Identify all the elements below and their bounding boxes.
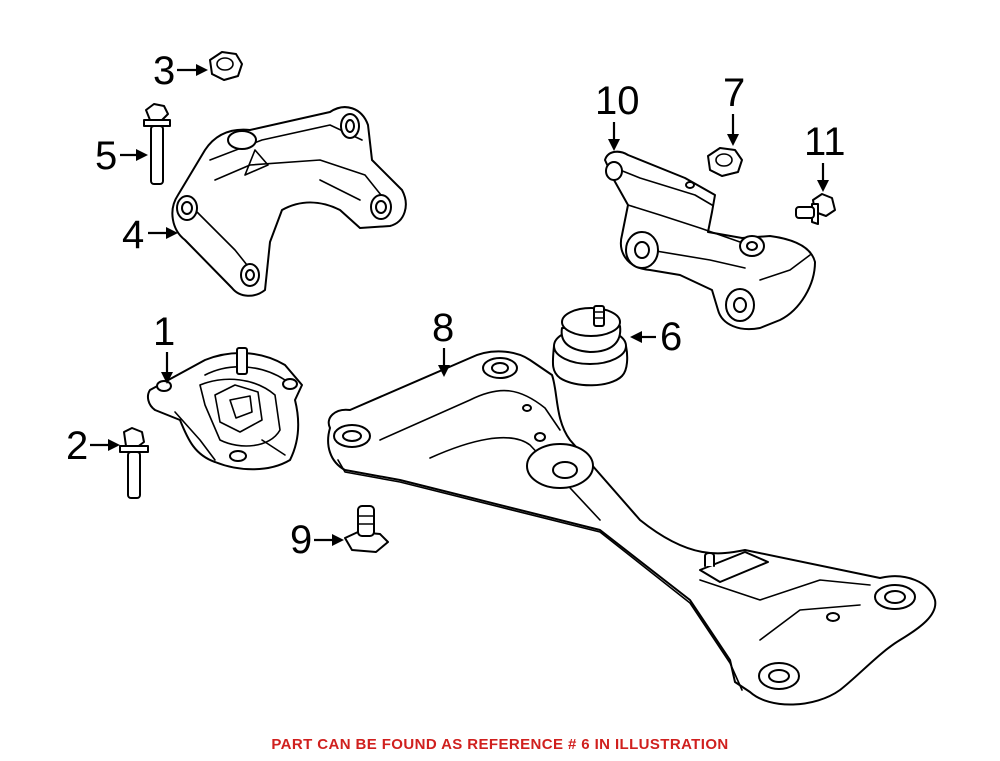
callout-2: 2: [66, 424, 120, 468]
callout-3: 3: [153, 49, 208, 93]
callout-11-label: 11: [804, 120, 846, 164]
part-5-bolt: [143, 103, 171, 185]
callout-1: 1: [153, 310, 175, 384]
callout-5-label: 5: [95, 134, 117, 178]
callout-11: 11: [804, 120, 846, 192]
callout-9: 9: [290, 518, 344, 562]
part-11-bolt: [795, 193, 836, 225]
callout-9-label: 9: [290, 518, 312, 562]
part-6-rubber-mount: [551, 305, 629, 387]
part-2-bolt: [119, 427, 149, 499]
part-3-nut: [209, 51, 243, 81]
callout-4: 4: [122, 213, 178, 257]
callout-7: 7: [723, 71, 745, 146]
reference-note: PART CAN BE FOUND AS REFERENCE # 6 IN IL…: [271, 736, 729, 753]
callout-8-label: 8: [432, 306, 454, 350]
part-4-bracket: [171, 106, 407, 297]
callout-6-label: 6: [660, 315, 682, 359]
part-9-stud: [344, 505, 389, 553]
callout-4-label: 4: [122, 213, 144, 257]
callout-6: 6: [630, 315, 682, 359]
part-7-nut: [707, 147, 743, 177]
callout-10-label: 10: [595, 79, 640, 123]
callout-3-label: 3: [153, 49, 175, 93]
part-8-crossmember: [327, 350, 937, 706]
callout-10: 10: [595, 79, 640, 151]
part-10-bracket: [604, 150, 816, 330]
callout-7-label: 7: [723, 71, 745, 115]
part-1-engine-mount: [146, 347, 303, 471]
callout-8: 8: [432, 306, 454, 377]
callout-5: 5: [95, 134, 148, 178]
callout-2-label: 2: [66, 424, 88, 468]
callout-1-label: 1: [153, 310, 175, 354]
